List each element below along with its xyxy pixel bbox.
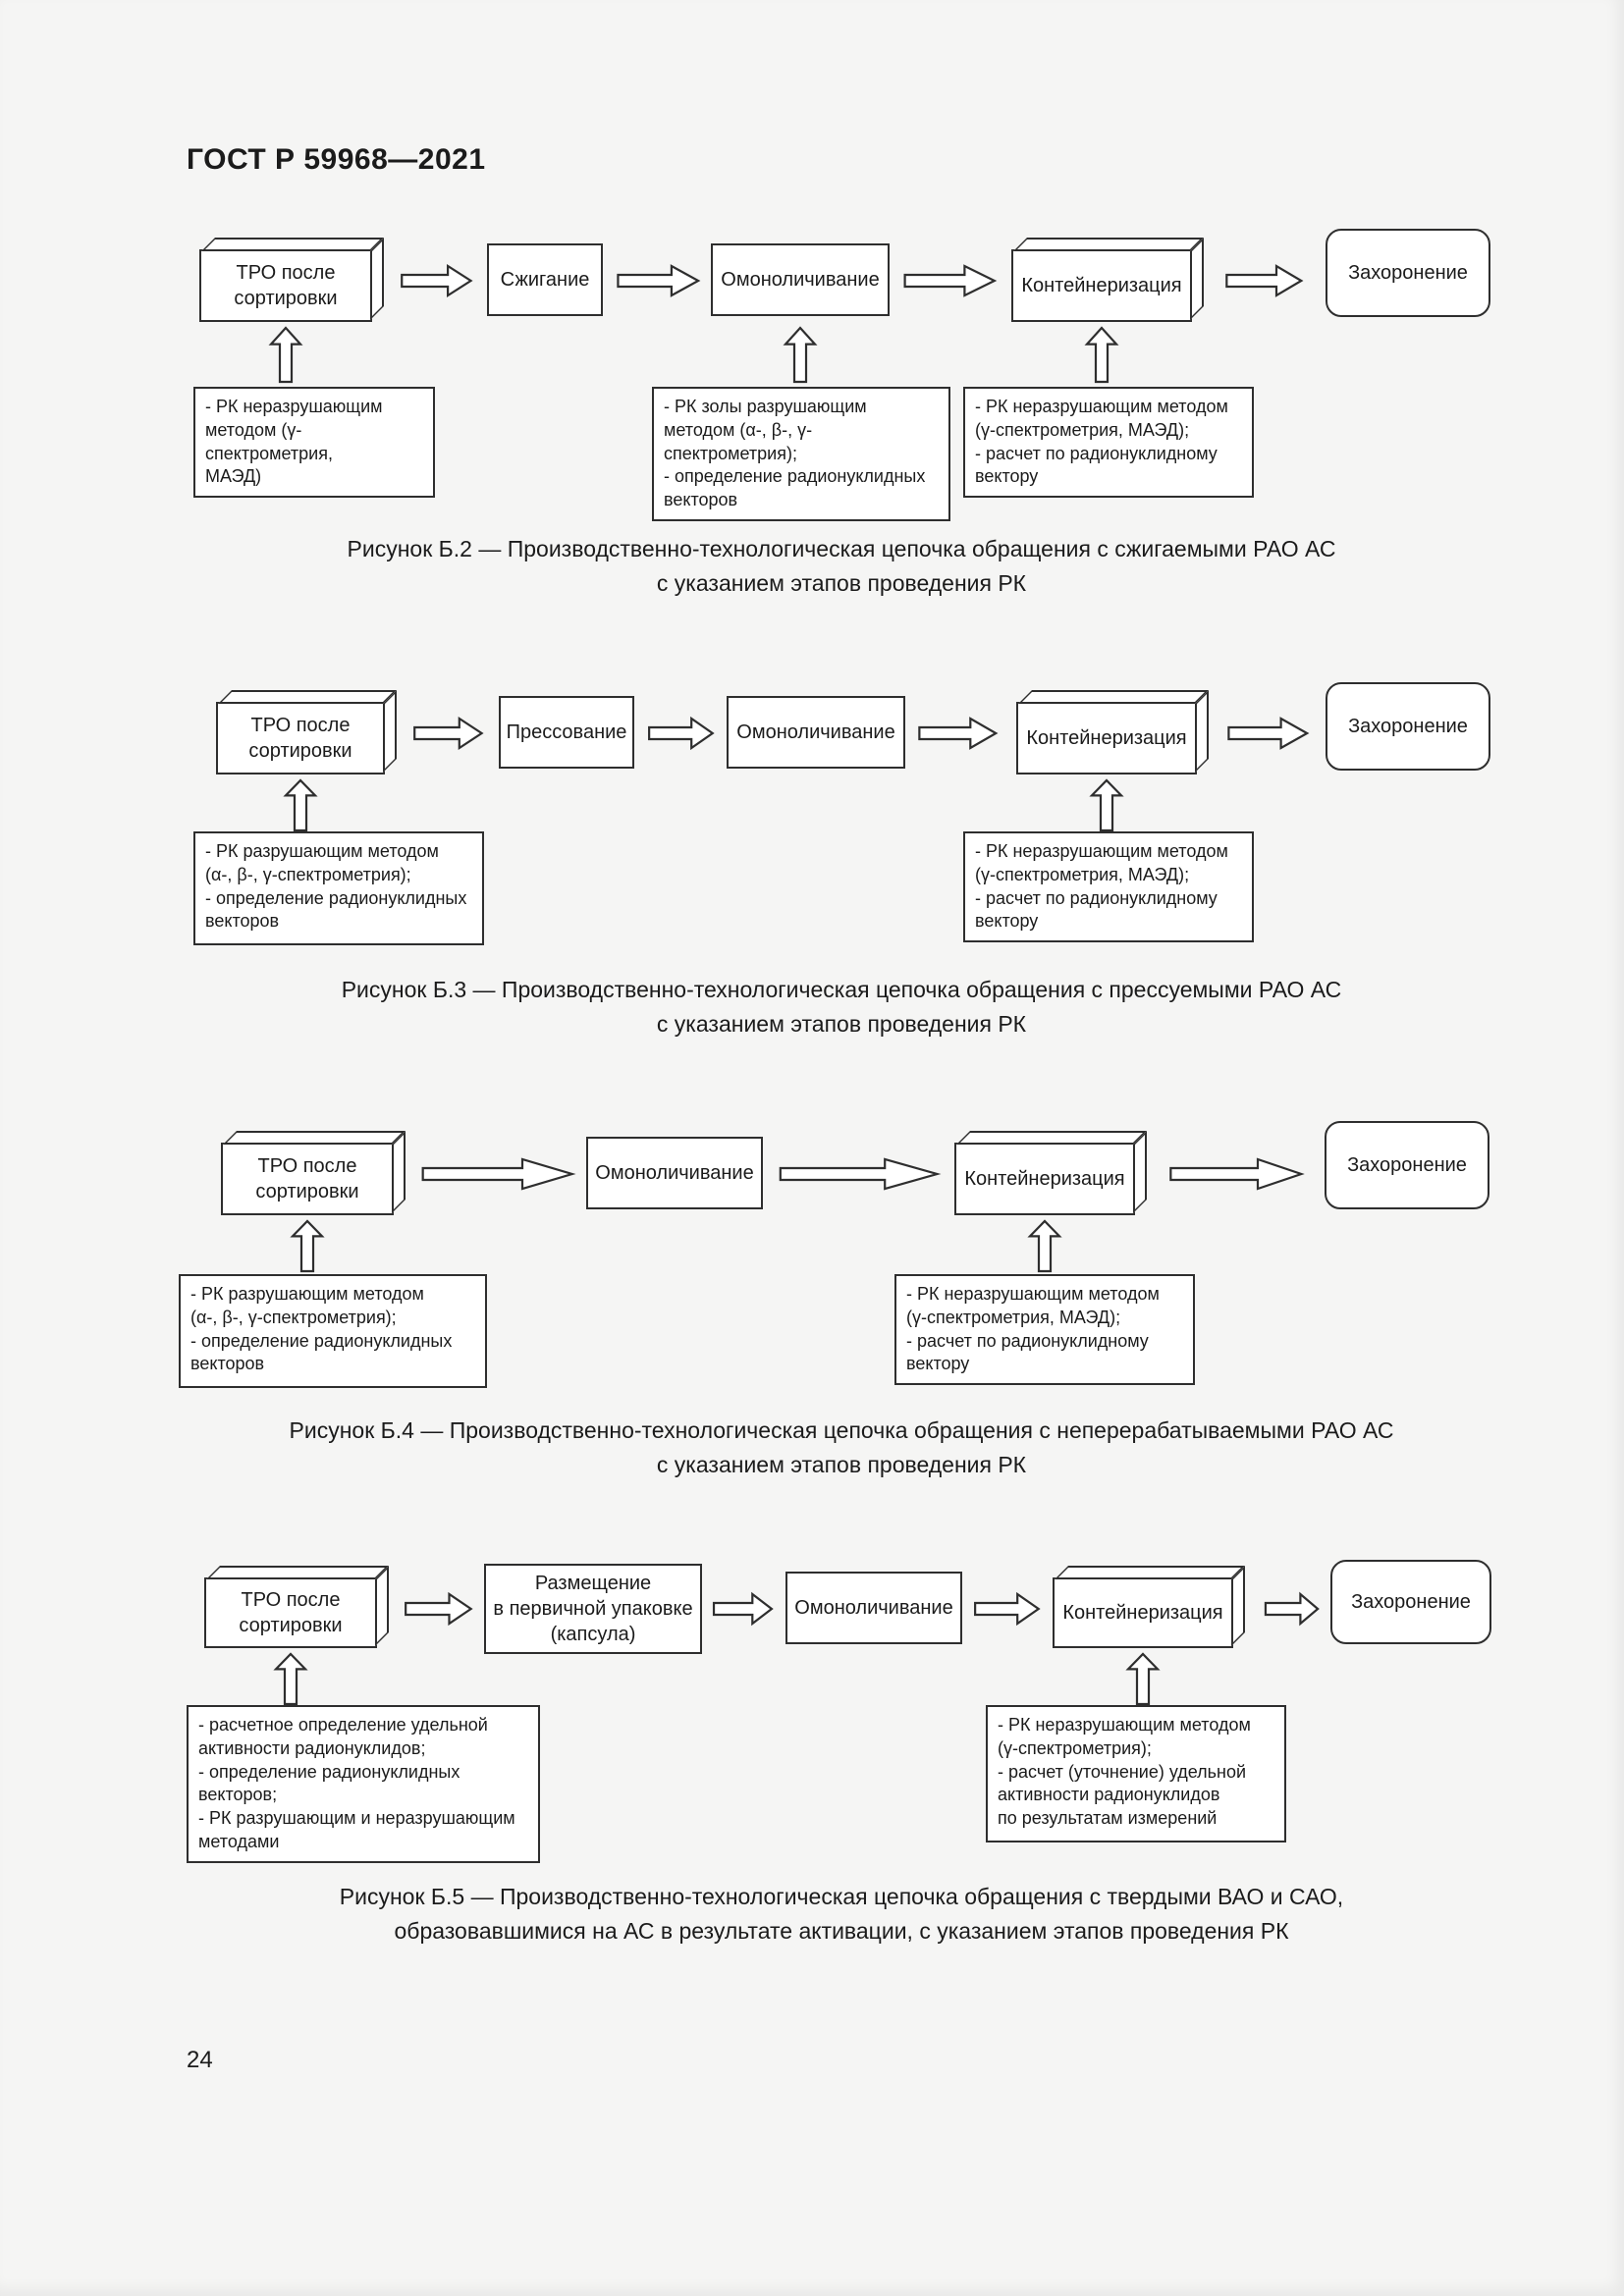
flow-arrow-icon [778,1156,943,1192]
node-label: Омоноличивание [736,721,895,743]
node-label: ТРО после сортировки [255,1155,359,1202]
node-monolithization: Омоноличивание [727,696,905,769]
node-label: Захоронение [1348,716,1468,737]
node-solid-waste-after-sorting: ТРО после сортировки [199,249,372,322]
node-disposal: Захоронение [1330,1560,1491,1644]
node-pressing: Прессование [499,696,634,769]
node-disposal: Захоронение [1326,682,1490,771]
node-incineration: Сжигание [487,243,603,316]
node-label: Сжигание [500,269,590,291]
node-label: Захоронение [1348,262,1468,284]
node-label: Размещение в первичной упаковке (капсула… [493,1573,693,1645]
document-header: ГОСТ Р 59968—2021 [187,143,486,176]
node-containerization: Контейнеризация [954,1143,1135,1215]
up-arrow-icon [283,778,318,831]
node-label: Омоноличивание [721,269,880,291]
node-disposal: Захоронение [1325,1121,1489,1209]
figure-b4: ТРО после сортировки Омоноличивание Конт… [0,1119,1624,1556]
flow-arrow-icon [713,1591,774,1627]
note-radiation-control: - РК неразрушающим методом (γ-спектромет… [986,1705,1286,1842]
figure-caption: Рисунок Б.2 — Производственно-технологич… [347,536,1336,596]
flow-arrow-icon [1225,263,1304,298]
node-label: ТРО после сортировки [248,715,352,762]
page-number: 24 [187,2047,213,2073]
node-solid-waste-after-sorting: ТРО после сортировки [204,1577,377,1648]
up-arrow-icon [1084,326,1119,383]
node-monolithization: Омоноличивание [785,1572,962,1644]
note-radiation-control: - РК неразрушающим методом (γ-спектромет… [193,387,435,498]
node-containerization: Контейнеризация [1016,702,1197,774]
note-radiation-control: - РК золы разрушающим методом (α-, β-, γ… [652,387,950,521]
flow-arrow-icon [648,716,715,751]
node-monolithization: Омоноличивание [586,1137,763,1209]
note-radiation-control: - РК неразрушающим методом (γ-спектромет… [894,1274,1195,1385]
node-containerization: Контейнеризация [1011,249,1192,322]
up-arrow-icon [273,1652,308,1705]
node-label: Контейнеризация [1062,1602,1223,1624]
node-label: Контейнеризация [964,1168,1125,1190]
node-monolithization: Омоноличивание [711,243,890,316]
note-radiation-control: - расчетное определение удельной активно… [187,1705,540,1863]
flow-arrow-icon [903,263,998,298]
note-radiation-control: - РК неразрушающим методом (γ-спектромет… [963,387,1254,498]
note-radiation-control: - РК неразрушающим методом (γ-спектромет… [963,831,1254,942]
node-label: Контейнеризация [1021,275,1182,296]
node-label: ТРО после сортировки [234,262,338,309]
up-arrow-icon [783,326,818,383]
flow-arrow-icon [1168,1156,1306,1192]
node-label: Захоронение [1347,1154,1467,1176]
node-label: Омоноличивание [794,1597,953,1619]
node-label: Захоронение [1351,1591,1471,1613]
figure-b2: ТРО после сортировки Сжигание Омоноличив… [0,226,1624,658]
node-label: Омоноличивание [595,1162,754,1184]
figure-caption: Рисунок Б.3 — Производственно-технологич… [341,977,1342,1037]
flow-arrow-icon [1227,716,1310,751]
figure-b5: ТРО после сортировки Размещение в первич… [0,1556,1624,2017]
flow-arrow-icon [1265,1591,1320,1627]
flow-arrow-icon [405,1591,473,1627]
flow-arrow-icon [401,263,473,298]
node-disposal: Захоронение [1326,229,1490,317]
figure-b3: ТРО после сортировки Прессование Омоноли… [0,682,1624,1114]
figure-caption: Рисунок Б.4 — Производственно-технологич… [289,1417,1394,1477]
note-radiation-control: - РК разрушающим методом (α-, β-, γ-спек… [179,1274,487,1388]
node-solid-waste-after-sorting: ТРО после сортировки [216,702,385,774]
node-primary-packaging: Размещение в первичной упаковке (капсула… [484,1564,702,1654]
node-containerization: Контейнеризация [1053,1577,1233,1648]
up-arrow-icon [1089,778,1124,831]
up-arrow-icon [290,1219,325,1272]
up-arrow-icon [1125,1652,1161,1705]
node-label: ТРО после сортировки [239,1589,343,1636]
node-label: Прессование [506,721,627,743]
figure-caption: Рисунок Б.5 — Производственно-технологич… [339,1884,1344,1944]
flow-arrow-icon [420,1156,577,1192]
flow-arrow-icon [918,716,999,751]
note-radiation-control: - РК разрушающим методом (α-, β-, γ-спек… [193,831,484,945]
node-label: Контейнеризация [1026,727,1187,749]
up-arrow-icon [1027,1219,1062,1272]
flow-arrow-icon [617,263,701,298]
node-solid-waste-after-sorting: ТРО после сортировки [221,1143,394,1215]
flow-arrow-icon [413,716,484,751]
up-arrow-icon [268,326,303,383]
flow-arrow-icon [974,1591,1041,1627]
